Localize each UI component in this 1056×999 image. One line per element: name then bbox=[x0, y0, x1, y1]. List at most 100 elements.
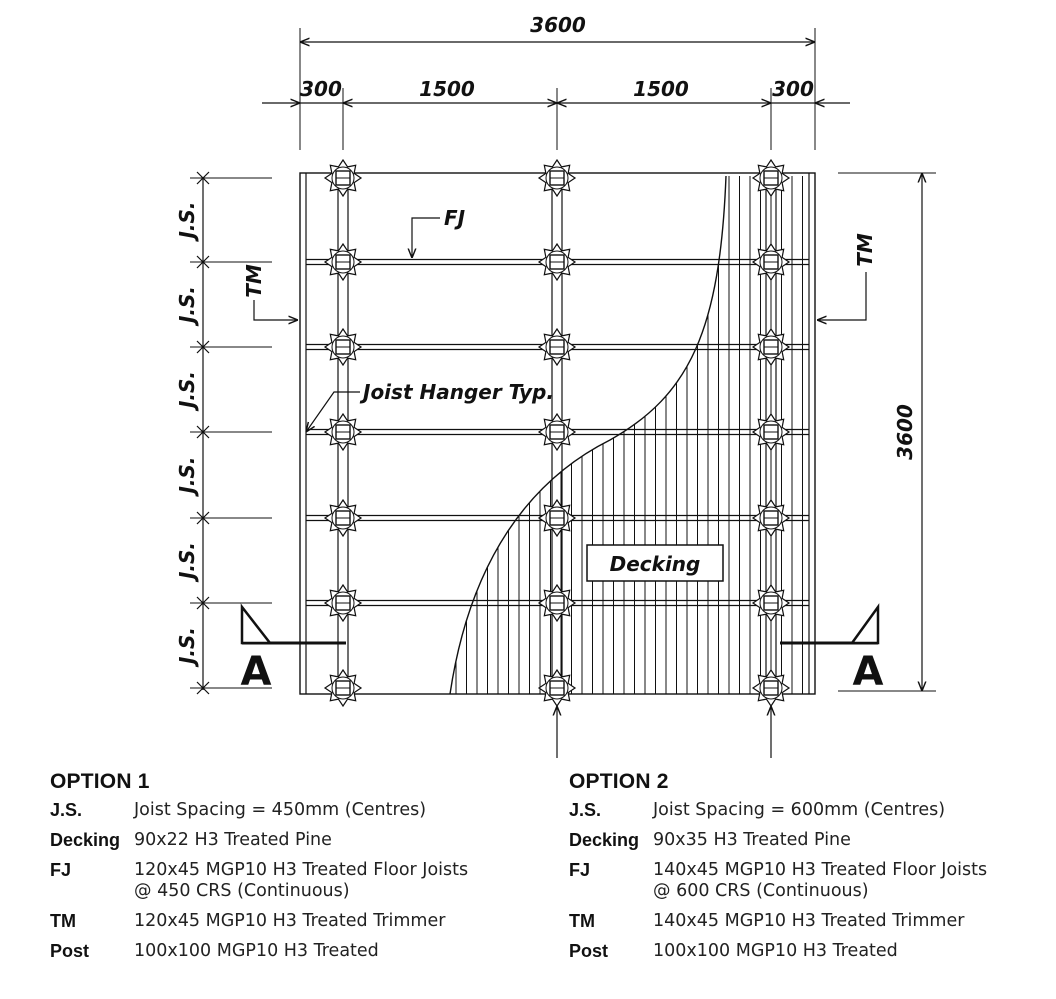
post bbox=[323, 498, 363, 538]
post-footing-ring bbox=[759, 166, 783, 190]
post-footing-ring bbox=[759, 420, 783, 444]
spec-key: Decking bbox=[50, 830, 121, 850]
joist-hanger-label: Joist Hanger Typ. bbox=[359, 380, 554, 404]
decking-label: Decking bbox=[610, 552, 701, 576]
option-1-legend: OPTION 1 J.S. Joist Spacing = 450mm (Cent… bbox=[50, 770, 530, 971]
section-label-left: A bbox=[241, 649, 272, 695]
dim-right-overhang: 300 bbox=[772, 77, 814, 101]
spec-value: 90x22 H3 Treated Pine bbox=[134, 830, 530, 851]
js-label: J.S. bbox=[175, 371, 199, 412]
js-label: J.S. bbox=[175, 456, 199, 497]
posts bbox=[323, 158, 791, 708]
decking-callout: Decking bbox=[586, 544, 724, 582]
spec-value-line: 100x100 MGP10 H3 Treated bbox=[653, 941, 898, 961]
spec-value-line: 90x22 H3 Treated Pine bbox=[134, 830, 332, 850]
spec-key: J.S. bbox=[50, 800, 83, 820]
spec-value-line: 100x100 MGP10 H3 Treated bbox=[134, 941, 379, 961]
dim-overall-height: 3600 bbox=[838, 172, 936, 692]
post-footing-ring bbox=[331, 250, 355, 274]
floor-joist-callout: FJ bbox=[412, 206, 466, 258]
js-label: J.S. bbox=[175, 627, 199, 668]
post-footing-ring bbox=[545, 506, 569, 530]
post bbox=[537, 242, 577, 282]
deck-framing-plan: 3600 300 1500 1500 300 3600 J.S. J.S. J.S.… bbox=[175, 13, 936, 758]
post bbox=[751, 158, 791, 198]
post bbox=[323, 242, 363, 282]
post bbox=[751, 668, 791, 708]
spec-value: 140x45 MGP10 H3 Treated Trimmer bbox=[653, 911, 1049, 932]
js-label: J.S. bbox=[175, 286, 199, 327]
post-footing-ring bbox=[545, 250, 569, 274]
spec-value-line: 140x45 MGP10 H3 Treated Trimmer bbox=[653, 911, 965, 931]
dim-bays: 300 1500 1500 300 bbox=[262, 77, 850, 150]
spec-value-line: Joist Spacing = 450mm (Centres) bbox=[134, 800, 427, 820]
post-footing-ring bbox=[545, 676, 569, 700]
spec-row: FJ 120x45 MGP10 H3 Treated Floor Joists@ … bbox=[50, 860, 530, 902]
post bbox=[323, 668, 363, 708]
trimmer-callout-right: TM bbox=[817, 233, 877, 320]
spec-value: 90x35 H3 Treated Pine bbox=[653, 830, 1049, 851]
js-tick bbox=[196, 425, 210, 439]
post-footing-ring bbox=[331, 676, 355, 700]
trimmer-label-right: TM bbox=[853, 233, 877, 267]
option-2-title: OPTION 2 bbox=[569, 770, 669, 793]
dim-overall-height-label: 3600 bbox=[893, 404, 917, 460]
spec-value-line: 140x45 MGP10 H3 Treated Floor Joists bbox=[653, 860, 988, 880]
post bbox=[323, 158, 363, 198]
spec-key: Decking bbox=[569, 830, 640, 850]
section-label-right: A bbox=[853, 649, 884, 695]
spec-value-line: 120x45 MGP10 H3 Treated Trimmer bbox=[134, 911, 446, 931]
dim-overall-width-label: 3600 bbox=[530, 13, 586, 37]
post bbox=[537, 412, 577, 452]
spec-value: Joist Spacing = 600mm (Centres) bbox=[653, 800, 1049, 821]
bearer-leaders bbox=[557, 706, 771, 758]
post-footing-ring bbox=[545, 335, 569, 359]
dim-overall-width: 3600 bbox=[299, 13, 816, 150]
option-1-title: OPTION 1 bbox=[50, 770, 150, 793]
spec-key: FJ bbox=[569, 860, 591, 880]
js-tick bbox=[196, 255, 210, 269]
trimmer-label-left: TM bbox=[242, 264, 266, 298]
option-2-spec-list: J.S.Joist Spacing = 600mm (Centres)Decki… bbox=[569, 800, 1049, 962]
post-footing-ring bbox=[759, 335, 783, 359]
section-marker-right: A bbox=[780, 603, 884, 695]
post bbox=[537, 668, 577, 708]
post bbox=[323, 583, 363, 623]
option-2-legend: OPTION 2 J.S.Joist Spacing = 600mm (Cent… bbox=[569, 770, 1049, 971]
post bbox=[323, 412, 363, 452]
spec-key: FJ bbox=[50, 860, 72, 880]
post bbox=[537, 583, 577, 623]
trimmer-callout-left: TM bbox=[242, 264, 298, 320]
post-footing-ring bbox=[545, 420, 569, 444]
post-footing-ring bbox=[331, 420, 355, 444]
spec-value-line: 120x45 MGP10 H3 Treated Floor Joists bbox=[134, 860, 469, 880]
post bbox=[751, 583, 791, 623]
spec-key: Post bbox=[569, 941, 609, 961]
dim-left-overhang: 300 bbox=[300, 77, 342, 101]
spec-row: J.S. Joist Spacing = 450mm (Centres) bbox=[50, 800, 530, 821]
spec-value-line: 90x35 H3 Treated Pine bbox=[653, 830, 851, 850]
js-tick bbox=[196, 171, 210, 185]
spec-value: 120x45 MGP10 H3 Treated Trimmer bbox=[134, 911, 530, 932]
joist-hanger-callout: Joist Hanger Typ. bbox=[306, 380, 554, 432]
post bbox=[751, 412, 791, 452]
dim-bay-1: 1500 bbox=[419, 77, 475, 101]
js-tick bbox=[196, 596, 210, 610]
spec-key: Post bbox=[50, 941, 90, 961]
post-footing-ring bbox=[331, 591, 355, 615]
post bbox=[537, 498, 577, 538]
spec-row: Decking 90x35 H3 Treated Pine bbox=[569, 830, 1049, 851]
spec-value-line: Joist Spacing = 600mm (Centres) bbox=[653, 800, 946, 820]
spec-key: TM bbox=[50, 911, 76, 931]
spec-value-line: @ 450 CRS (Continuous) bbox=[134, 881, 350, 901]
post bbox=[751, 242, 791, 282]
js-tick bbox=[196, 511, 210, 525]
option-1-spec-list: J.S. Joist Spacing = 450mm (Centres) Decki… bbox=[50, 800, 530, 962]
spec-row: Post 100x100 MGP10 H3 Treated bbox=[50, 941, 530, 962]
spec-row: Decking 90x22 H3 Treated Pine bbox=[50, 830, 530, 851]
spec-value: 100x100 MGP10 H3 Treated bbox=[134, 941, 530, 962]
post-footing-ring bbox=[759, 591, 783, 615]
post bbox=[751, 498, 791, 538]
